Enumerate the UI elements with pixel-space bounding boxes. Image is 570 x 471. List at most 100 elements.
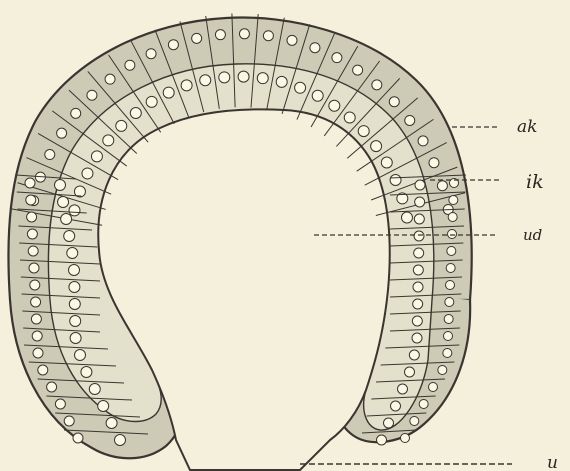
cell-nucleus bbox=[125, 60, 135, 70]
cell-nucleus bbox=[71, 108, 81, 118]
cell-nucleus bbox=[372, 80, 382, 90]
cell-nucleus bbox=[47, 382, 57, 392]
cell-nucleus bbox=[310, 43, 320, 53]
cell-nucleus bbox=[91, 151, 102, 162]
cell-nucleus bbox=[398, 384, 408, 394]
cell-nucleus bbox=[116, 120, 127, 131]
cell-nucleus bbox=[444, 315, 453, 324]
cell-nucleus bbox=[200, 75, 211, 86]
cell-nucleus bbox=[445, 298, 454, 307]
cell-nucleus bbox=[448, 213, 457, 222]
cell-nucleus bbox=[82, 168, 93, 179]
cell-nucleus bbox=[29, 263, 39, 273]
cell-nucleus bbox=[45, 150, 55, 160]
cell-nucleus bbox=[163, 87, 174, 98]
cell-nucleus bbox=[55, 180, 66, 191]
cell-nucleus bbox=[31, 297, 41, 307]
cell-nucleus bbox=[413, 282, 423, 292]
cell-nucleus bbox=[98, 401, 109, 412]
cell-nucleus bbox=[447, 247, 456, 256]
cell-nucleus bbox=[418, 136, 428, 146]
cell-nucleus bbox=[30, 280, 40, 290]
cell-nucleus bbox=[446, 264, 455, 273]
cell-nucleus bbox=[358, 126, 369, 137]
label-u: u bbox=[547, 453, 558, 471]
cell-nucleus bbox=[413, 265, 423, 275]
cell-nucleus bbox=[75, 350, 86, 361]
cell-nucleus bbox=[130, 107, 141, 118]
cell-nucleus bbox=[57, 128, 67, 138]
cell-nucleus bbox=[389, 97, 399, 107]
cell-nucleus bbox=[329, 100, 340, 111]
cell-nucleus bbox=[332, 53, 342, 63]
cell-nucleus bbox=[238, 71, 249, 82]
horseshoe-body bbox=[8, 14, 471, 470]
cell-nucleus bbox=[215, 30, 225, 40]
cell-nucleus bbox=[401, 434, 410, 443]
cell-nucleus bbox=[33, 348, 43, 358]
cell-nucleus bbox=[81, 367, 92, 378]
cell-nucleus bbox=[115, 435, 126, 446]
cell-nucleus bbox=[405, 115, 415, 125]
cell-nucleus bbox=[146, 49, 156, 59]
cell-nucleus bbox=[69, 205, 80, 216]
label-ak: ak bbox=[517, 117, 537, 137]
cell-nucleus bbox=[414, 231, 424, 241]
cell-nucleus bbox=[391, 401, 401, 411]
cell-nucleus bbox=[263, 31, 273, 41]
cell-nucleus bbox=[414, 214, 424, 224]
cell-nucleus bbox=[105, 74, 115, 84]
cell-nucleus bbox=[239, 29, 249, 39]
cell-nucleus bbox=[444, 332, 453, 341]
cell-nucleus bbox=[295, 82, 306, 93]
cell-nucleus bbox=[70, 333, 81, 344]
cell-nucleus bbox=[192, 33, 202, 43]
cell-nucleus bbox=[61, 214, 72, 225]
cell-nucleus bbox=[58, 197, 69, 208]
cell-nucleus bbox=[73, 433, 83, 443]
cell-nucleus bbox=[405, 367, 415, 377]
cell-nucleus bbox=[257, 73, 268, 84]
cell-nucleus bbox=[415, 197, 425, 207]
label-ud: ud bbox=[523, 226, 542, 244]
cell-nucleus bbox=[87, 90, 97, 100]
cell-nucleus bbox=[438, 366, 447, 375]
cell-nucleus bbox=[106, 418, 117, 429]
cell-nucleus bbox=[64, 231, 75, 242]
cell-nucleus bbox=[414, 248, 424, 258]
cell-nucleus bbox=[312, 90, 323, 101]
cell-nucleus bbox=[69, 282, 80, 293]
cell-nucleus bbox=[412, 316, 422, 326]
cell-nucleus bbox=[26, 195, 36, 205]
cell-nucleus bbox=[415, 180, 425, 190]
cell-nucleus bbox=[219, 72, 230, 83]
cell-nucleus bbox=[146, 96, 157, 107]
cell-nucleus bbox=[67, 248, 78, 259]
cell-nucleus bbox=[412, 333, 422, 343]
cell-nucleus bbox=[410, 417, 419, 426]
cell-nucleus bbox=[344, 112, 355, 123]
cell-nucleus bbox=[401, 212, 412, 223]
cell-nucleus bbox=[69, 265, 80, 276]
cell-nucleus bbox=[69, 299, 80, 310]
cell-nucleus bbox=[371, 141, 382, 152]
cell-nucleus bbox=[27, 229, 37, 239]
cell-nucleus bbox=[429, 158, 439, 168]
cell-nucleus bbox=[390, 175, 401, 186]
cell-nucleus bbox=[443, 349, 452, 358]
cell-nucleus bbox=[429, 383, 438, 392]
cell-nucleus bbox=[384, 418, 394, 428]
cell-nucleus bbox=[32, 331, 42, 341]
cell-nucleus bbox=[55, 399, 65, 409]
cell-nucleus bbox=[449, 196, 458, 205]
cell-nucleus bbox=[419, 400, 428, 409]
cell-nucleus bbox=[409, 350, 419, 360]
cell-nucleus bbox=[27, 212, 37, 222]
cell-nucleus bbox=[448, 230, 457, 239]
cell-nucleus bbox=[168, 40, 178, 50]
cell-nucleus bbox=[381, 157, 392, 168]
cell-nucleus bbox=[89, 384, 100, 395]
cell-nucleus bbox=[446, 281, 455, 290]
cell-nucleus bbox=[28, 246, 38, 256]
